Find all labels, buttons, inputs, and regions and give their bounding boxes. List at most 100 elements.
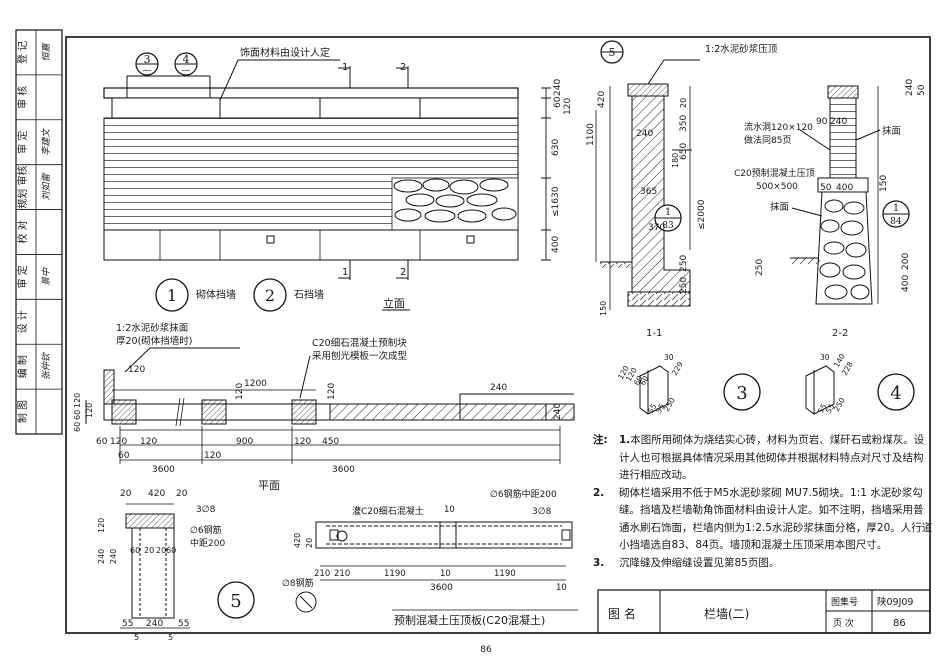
sec22-dim-400b: 400: [901, 275, 911, 292]
side-strip: 登 记恒嘉审 核审 定李建文规划 审核刘如雷校 对审 定景中设 计编 制张仲钦制…: [15, 29, 63, 435]
notes-block: 注: 1.本图所用砌体为烧结实心砖，材料为页岩、煤矸石或粉煤灰。设计人也可根据具…: [593, 432, 933, 572]
sec11-dim-150: 150: [599, 301, 608, 316]
page-footer-number: 86: [480, 645, 492, 655]
slab-dim-top-20a: 20: [120, 489, 132, 499]
section-mark-2-bottom: 2: [400, 267, 406, 278]
title-block-set-number: 陕09J09: [877, 596, 913, 608]
elevation-drawing: [103, 52, 551, 312]
callout-4-denominator: —: [182, 66, 191, 76]
render-note-2: 抹面: [770, 201, 789, 213]
title-block-figure-label: 图 名: [608, 606, 636, 621]
det3-dim-3: 60: [632, 374, 645, 387]
section-1-1-title: 1-1: [646, 328, 662, 339]
sec11-ref-number: 1: [665, 207, 671, 218]
detail-5-number: 5: [230, 591, 241, 612]
section-note-top: 1:2水泥砂浆压顶: [705, 43, 778, 55]
side-strip-label-8: 制 图: [16, 400, 29, 423]
slab-dim-3600: 3600: [430, 583, 453, 593]
section-2-2-labels: 流水洞120×120 做法同85页 C20预制混凝土压顶 500×500 抹面 …: [734, 79, 927, 339]
note-1-text: 本图所用砌体为烧结实心砖，材料为页岩、煤矸石或粉煤灰。设计人也可根据具体情况采用…: [619, 434, 925, 481]
sec22-dim-50a: 50: [917, 84, 927, 96]
plan-dim-l120b: 120: [85, 403, 94, 418]
plan-dim-b120c: 120: [294, 437, 311, 447]
side-strip-signature-2: 李建文: [41, 127, 52, 156]
coping-note-1: C20预制混凝土压顶: [734, 167, 815, 179]
slab-dim-left-120: 120: [97, 518, 106, 533]
detail-4-number: 4: [890, 383, 901, 404]
title-block-figure-name: 栏墙(二): [704, 606, 749, 621]
plan-note-mortar: 1:2水泥砂浆抹面: [116, 322, 188, 334]
section-mark-1-bottom: 1: [342, 267, 348, 278]
slab-dim-left-240a: 240: [97, 549, 106, 564]
note-lead: 注:: [593, 434, 608, 446]
plan-dim-top-120b: 120: [235, 383, 245, 400]
side-strip-label-0: 登 记: [16, 41, 29, 64]
side-strip-label-6: 设 计: [16, 310, 29, 333]
drain-note-1: 流水洞120×120: [744, 121, 813, 133]
plan-dim-l120a: 120: [73, 393, 82, 408]
sec22-dim-200: 200: [901, 253, 911, 270]
plan-dim-900: 900: [236, 437, 253, 447]
sec22-dim-240a: 240: [830, 117, 847, 127]
plan-labels: 1:2水泥砂浆抹面 厚20(砌体挡墙时) C20细石混凝土预制块 采用刨光模板一…: [73, 322, 563, 492]
sec11-dim-2000: ≤2000: [697, 199, 707, 230]
slab-dim-bottom-240: 240: [146, 619, 163, 629]
coping-note-2: 500×500: [756, 182, 798, 192]
elev-dim-240: 240: [553, 79, 563, 96]
sec22-dim-400a: 400: [836, 183, 853, 193]
plan-dim-top-120c: 120: [327, 383, 337, 400]
sec11-dim-370: 370: [648, 223, 665, 233]
slab-dim-mid-60a: 60: [130, 546, 140, 555]
plan-dim-1200: 1200: [244, 379, 267, 389]
side-strip-signature-3: 刘如雷: [41, 173, 52, 201]
finish-note: 饰面材料由设计人定: [240, 46, 330, 59]
sec22-dim-240b: 240: [905, 79, 915, 96]
slab-dim-bottom-5b: 5: [168, 633, 173, 642]
elev-dim-60: 60: [553, 96, 563, 108]
sec22-ref-number: 1: [893, 203, 899, 214]
note-item-2: 2. 砌体栏墙采用不低于M5水泥砂浆砌 MU7.5砌块。1:1 水泥砂浆勾缝。挡…: [593, 485, 933, 555]
slab-dim-bottom-5a: 5: [134, 633, 139, 642]
drain-note-2: 做法同85页: [744, 134, 791, 146]
side-strip-label-1: 审 核: [16, 86, 29, 109]
side-strip-signature-5: 景中: [41, 267, 52, 286]
legend-1-text: 砌体挡墙: [196, 288, 236, 301]
sec22-dim-150: 150: [879, 175, 889, 192]
title-block-set-label: 图集号: [831, 596, 858, 608]
note-2-text: 砌体栏墙采用不低于M5水泥砂浆砌 MU7.5砌块。1:1 水泥砂浆勾缝。挡墙及栏…: [619, 486, 933, 552]
note-item-1: 注: 1.本图所用砌体为烧结实心砖，材料为页岩、煤矸石或粉煤灰。设计人也可根据具…: [593, 432, 933, 485]
sec11-dim-350: 350: [679, 115, 689, 132]
detail-3-number: 3: [736, 383, 747, 404]
side-strip-label-3: 规划 审核: [16, 166, 29, 209]
section-2-2-drawing: [790, 85, 910, 305]
sec11-ref-page: 83: [662, 221, 674, 231]
slab-dim-20: 20: [305, 538, 314, 548]
det4-dim-1: 30: [820, 353, 830, 362]
title-block: 图 名 栏墙(二) 图集号 陕09J09 页 次 86: [608, 596, 913, 629]
callout-5-number: 5: [609, 46, 616, 59]
slab-dim-top-420: 420: [148, 489, 165, 499]
legend-2-number: 2: [265, 286, 275, 305]
slab-rebar-phi6: ∅6钢筋: [190, 524, 222, 536]
slab-grout-note: 灌C20细石混凝土: [352, 505, 424, 517]
sec11-dim-20: 20: [679, 98, 688, 108]
callout-3-number: 3: [144, 53, 151, 66]
elev-dim-120: 120: [563, 98, 573, 115]
det4-dim-5: 55: [824, 402, 837, 415]
details-3-4: [639, 365, 915, 415]
slab-dim-420: 420: [293, 533, 302, 548]
plan-note-thick: 厚20(砌体挡墙时): [116, 335, 193, 347]
legend-2-text: 石挡墙: [294, 288, 324, 301]
slab-rebar-3phi8-b: 3∅8: [532, 507, 552, 517]
side-strip-label-2: 审 定: [16, 131, 29, 154]
elevation-title: 立面: [383, 296, 405, 310]
plan-dim-450: 450: [322, 437, 339, 447]
section-mark-1-top: 1: [342, 62, 348, 73]
slab-dim-top-20b: 20: [176, 489, 188, 499]
plan-dim-b120d: 120: [204, 451, 221, 461]
sec11-dim-250b: 250: [679, 277, 689, 294]
sec22-dim-50b: 50: [820, 183, 832, 193]
sec11-dim-180: 180: [671, 153, 680, 168]
slab-dim-1190b: 1190: [494, 569, 516, 579]
sec11-dim-240: 240: [636, 129, 653, 139]
